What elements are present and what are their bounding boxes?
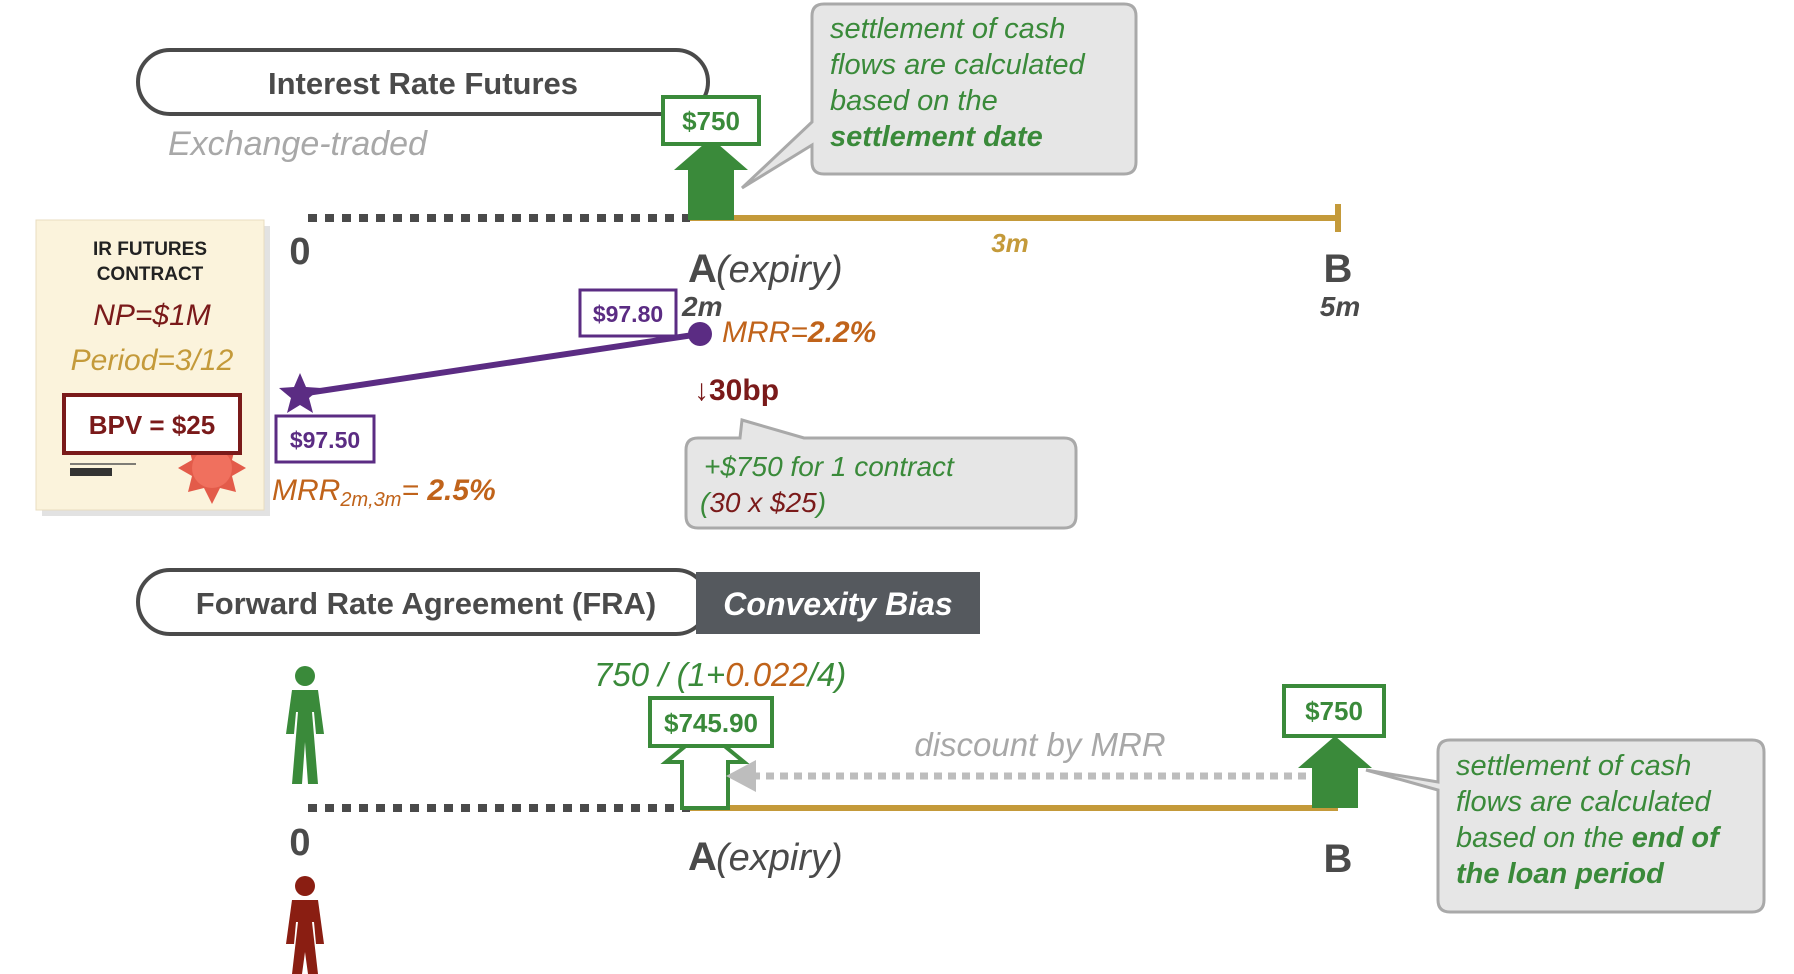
contract-card: IR FUTURES CONTRACT NP=$1M Period=3/12 B… — [35, 219, 270, 516]
futures-title-pill: Interest Rate Futures — [136, 48, 710, 116]
fra-title-pill: Forward Rate Agreement (FRA) — [136, 568, 710, 636]
futures-a-letter: A — [688, 247, 717, 291]
fra-a-expiry: (expiry) — [716, 837, 843, 879]
discount-label: discount by MRR — [914, 726, 1165, 763]
futures-a-month: 2m — [681, 291, 722, 322]
futures-period-label: 3m — [991, 228, 1029, 258]
mrr-forward: MRR2m,3m= 2.5% — [272, 474, 496, 511]
fra-callout-line3: based on the end of — [1456, 822, 1722, 854]
mrr-at-a: MRR=2.2% — [722, 316, 876, 349]
futures-cashflow-label: $750 — [682, 106, 740, 136]
fra-fv-arrow — [1298, 736, 1372, 808]
fra-zero-label: 0 — [289, 822, 310, 864]
futures-zero-label: 0 — [289, 231, 310, 273]
price-high-box: $97.80 — [578, 288, 678, 338]
person-icon-green — [286, 666, 324, 784]
price-line — [299, 331, 701, 397]
futures-callout-line1: settlement of cash — [830, 13, 1065, 45]
fra-pv-label: $745.90 — [664, 708, 758, 738]
futures-callout-line4: settlement date — [830, 121, 1043, 153]
person-icon-red — [286, 876, 324, 974]
price-low-box: $97.50 — [274, 414, 376, 464]
contract-heading-1: IR FUTURES — [93, 239, 207, 260]
contract-period: Period=3/12 — [71, 344, 234, 377]
futures-b-letter: B — [1324, 247, 1353, 291]
price-low-label: $97.50 — [290, 427, 360, 453]
fra-title: Forward Rate Agreement (FRA) — [196, 586, 656, 621]
futures-settlement-callout: settlement of cash flows are calculated … — [740, 2, 1138, 190]
fra-fv-label: $750 — [1305, 696, 1363, 726]
fra-a-letter: A — [688, 835, 717, 879]
convexity-bias-label: Convexity Bias — [723, 586, 952, 622]
price-high-label: $97.80 — [593, 301, 663, 327]
seal-center — [192, 448, 232, 488]
gain-line2: (30 x $25) — [700, 487, 826, 518]
futures-callout-line3: based on the — [830, 85, 998, 117]
contract-barcode — [70, 468, 112, 476]
futures-subtitle: Exchange-traded — [168, 125, 428, 163]
futures-a-expiry: (expiry) — [716, 249, 843, 291]
futures-callout-line2: flows are calculated — [830, 49, 1086, 81]
pv-formula: 750 / (1+0.022/4) — [594, 656, 846, 693]
contract-heading-2: CONTRACT — [97, 264, 204, 285]
convexity-bias-tag: Convexity Bias — [696, 572, 980, 634]
fra-fv-box: $750 — [1282, 684, 1386, 738]
price-dot — [688, 322, 712, 346]
gain-callout: +$750 for 1 contract (30 x $25) — [684, 418, 1078, 530]
fra-callout-line2: flows are calculated — [1456, 786, 1712, 818]
contract-np: NP=$1M — [93, 299, 211, 332]
gain-line1: +$750 for 1 contract — [704, 451, 955, 482]
discount-arrow-head — [726, 760, 756, 792]
contract-bpv: BPV = $25 — [89, 410, 215, 440]
fra-settlement-callout: settlement of cash flows are calculated … — [1365, 738, 1766, 914]
fra-callout-line4: the loan period — [1456, 858, 1665, 890]
futures-cashflow-arrow — [674, 138, 748, 220]
rate-drop-label: ↓30bp — [694, 374, 779, 407]
fra-b-letter: B — [1324, 837, 1353, 881]
futures-title: Interest Rate Futures — [268, 66, 578, 101]
star-icon — [279, 373, 321, 413]
fra-callout-line1: settlement of cash — [1456, 750, 1691, 782]
fra-pv-box: $745.90 — [648, 696, 774, 748]
futures-b-month: 5m — [1320, 291, 1360, 322]
futures-cashflow-box: $750 — [661, 95, 761, 146]
